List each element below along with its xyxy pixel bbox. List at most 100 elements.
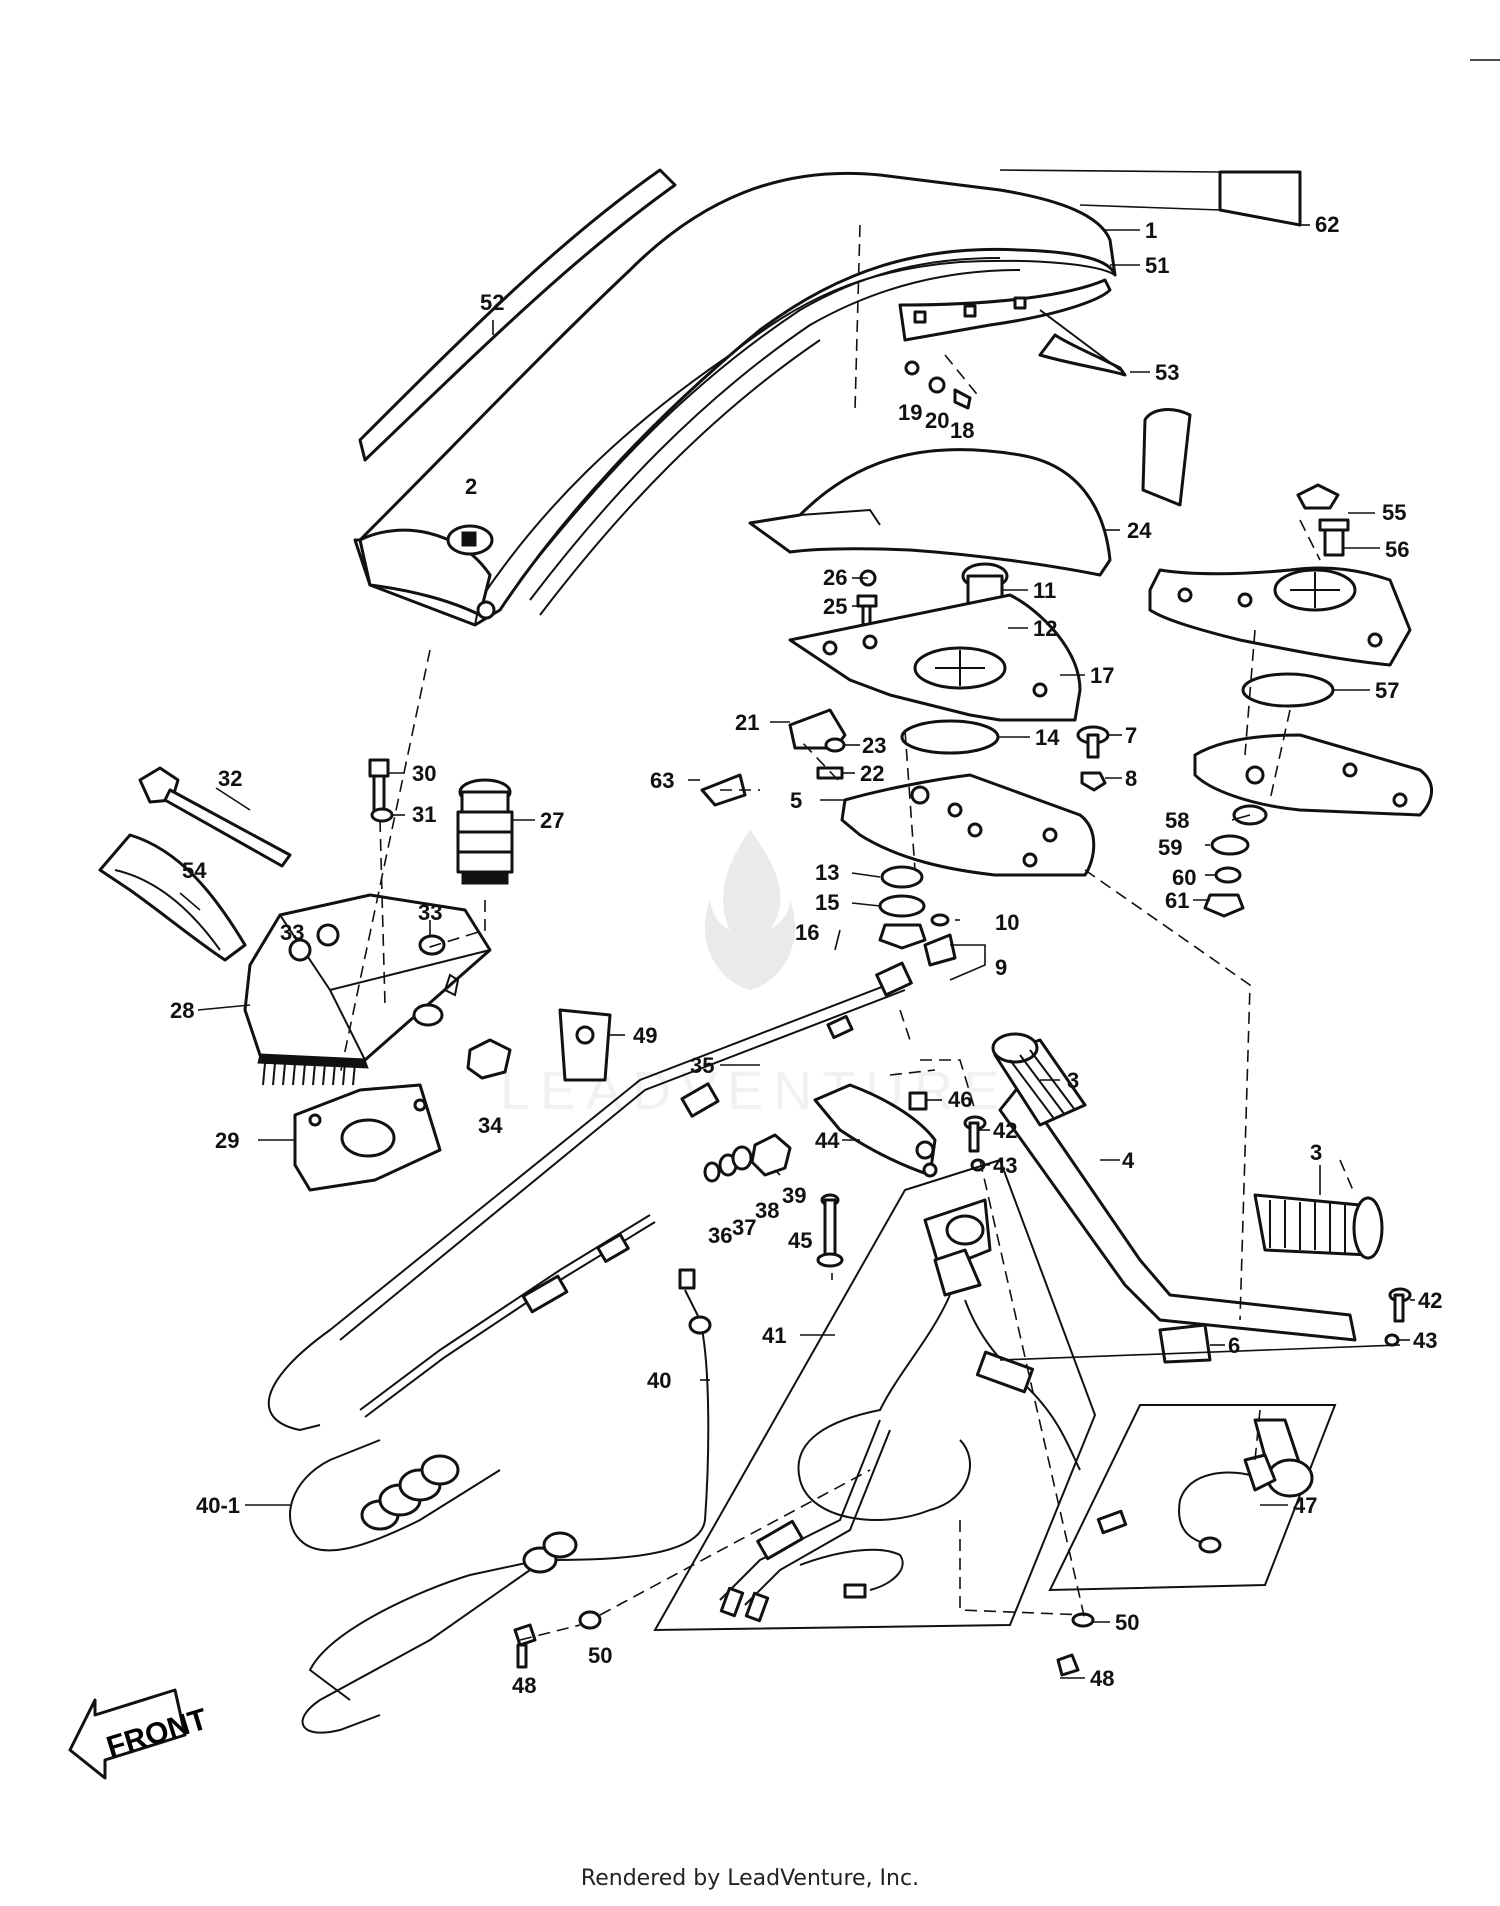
callout-c33b: 33 — [280, 920, 304, 945]
callout-c14: 14 — [1035, 725, 1060, 750]
callout-c56: 56 — [1385, 537, 1409, 562]
callout-c23: 23 — [862, 733, 886, 758]
callout-c52: 52 — [480, 290, 504, 315]
harness-41-outline — [653, 1158, 1097, 1632]
callout-c1: 1 — [1145, 218, 1157, 243]
base-plate-5 — [840, 773, 1096, 877]
callout-c34: 34 — [478, 1113, 503, 1138]
callout-c47: 47 — [1293, 1493, 1317, 1518]
callout-c51: 51 — [1145, 253, 1169, 278]
callout-c22: 22 — [860, 761, 884, 786]
callout-c49: 49 — [633, 1023, 657, 1048]
lever-44 — [813, 1083, 937, 1177]
callout-c12: 12 — [1033, 616, 1057, 641]
cable-35 — [267, 979, 901, 1432]
callout-c30: 30 — [412, 761, 436, 786]
callout-c62: 62 — [1315, 212, 1339, 237]
callout-c58: 58 — [1165, 808, 1189, 833]
callout-c36: 36 — [708, 1223, 732, 1248]
callout-c44: 44 — [815, 1128, 840, 1153]
hood-part-1 — [353, 171, 1117, 627]
callout-c50a: 50 — [1115, 1610, 1139, 1635]
callout-c50b: 50 — [588, 1643, 612, 1668]
cable-40-1 — [289, 1439, 501, 1552]
switch-housing-41 — [923, 1198, 992, 1297]
right-assembly — [1141, 408, 1433, 918]
callout-c31: 31 — [412, 802, 436, 827]
callout-c24: 24 — [1127, 518, 1152, 543]
callout-c19: 19 — [898, 400, 922, 425]
leadventure-flame-watermark-icon — [690, 820, 810, 1020]
callout-c43a: 43 — [993, 1153, 1017, 1178]
callout-c41: 41 — [762, 1323, 786, 1348]
footer-credit: Rendered by LeadVenture, Inc. — [580, 1866, 920, 1891]
callout-c3b: 3 — [1310, 1140, 1322, 1165]
callout-c40: 40 — [647, 1368, 671, 1393]
callout-c54: 54 — [182, 858, 207, 883]
switch-47-outline — [1048, 1404, 1337, 1592]
callout-c37: 37 — [732, 1215, 756, 1240]
cable-40 — [308, 1289, 710, 1701]
clamp-6 — [1158, 1323, 1212, 1364]
callout-c13: 13 — [815, 860, 839, 885]
callout-c5: 5 — [790, 788, 802, 813]
callout-c53: 53 — [1155, 360, 1179, 385]
trim-strip-52 — [358, 168, 677, 462]
spring-boot — [360, 1454, 460, 1531]
callout-c10: 10 — [995, 910, 1019, 935]
callout-c21: 21 — [735, 710, 759, 735]
callout-c60: 60 — [1172, 865, 1196, 890]
callout-c6: 6 — [1228, 1333, 1240, 1358]
callout-c48b: 48 — [1090, 1666, 1114, 1691]
callout-c16: 16 — [795, 920, 819, 945]
callout-c15: 15 — [815, 890, 839, 915]
rubber-49 — [558, 1008, 612, 1082]
callout-c35: 35 — [690, 1053, 714, 1078]
callout-c7: 7 — [1125, 723, 1137, 748]
callout-c32: 32 — [218, 766, 242, 791]
callout-c42b: 42 — [1418, 1288, 1442, 1313]
cord-53 — [1038, 333, 1127, 377]
callout-c46: 46 — [948, 1087, 972, 1112]
callout-c42a: 42 — [993, 1118, 1017, 1143]
callout-c3a: 3 — [1067, 1068, 1079, 1093]
dashed-assembly-lines — [339, 354, 1356, 1641]
callout-c48a: 48 — [512, 1673, 536, 1698]
callout-c39: 39 — [782, 1183, 806, 1208]
callout-c4: 4 — [1122, 1148, 1135, 1173]
callout-c33a: 33 — [418, 900, 442, 925]
callout-c11: 11 — [1033, 578, 1056, 603]
bellows-27 — [456, 778, 514, 885]
grip-3-right — [1253, 1193, 1384, 1260]
callout-c57: 57 — [1375, 678, 1399, 703]
kill-switch-47 — [1243, 1418, 1314, 1498]
callout-c17: 17 — [1090, 663, 1114, 688]
callout-c28: 28 — [170, 998, 194, 1023]
callout-c45: 45 — [788, 1228, 812, 1253]
callout-c29: 29 — [215, 1128, 239, 1153]
callout-c55: 55 — [1382, 500, 1406, 525]
callout-c40_1: 40-1 — [196, 1493, 240, 1518]
callout-c2: 2 — [465, 474, 477, 499]
callout-c18: 18 — [950, 418, 974, 443]
callout-c61: 61 — [1165, 888, 1189, 913]
callout-c43b: 43 — [1413, 1328, 1437, 1353]
cover-24 — [748, 448, 1112, 577]
callout-c8: 8 — [1125, 766, 1137, 791]
decal-62 — [1218, 170, 1302, 227]
callout-c26: 26 — [823, 565, 847, 590]
callout-c38: 38 — [755, 1198, 779, 1223]
callout-c63: 63 — [650, 768, 674, 793]
callout-c9: 9 — [995, 955, 1007, 980]
callout-c59: 59 — [1158, 835, 1182, 860]
front-arrow-icon: FRONT — [68, 1688, 211, 1780]
disk-14 — [900, 719, 1000, 755]
callout-c25: 25 — [823, 594, 847, 619]
callout-c27: 27 — [540, 808, 564, 833]
handlebar-4 — [991, 1032, 1357, 1342]
leader-lines — [179, 224, 1415, 1679]
bolt-32 — [138, 766, 292, 868]
callout-c20: 20 — [925, 408, 949, 433]
